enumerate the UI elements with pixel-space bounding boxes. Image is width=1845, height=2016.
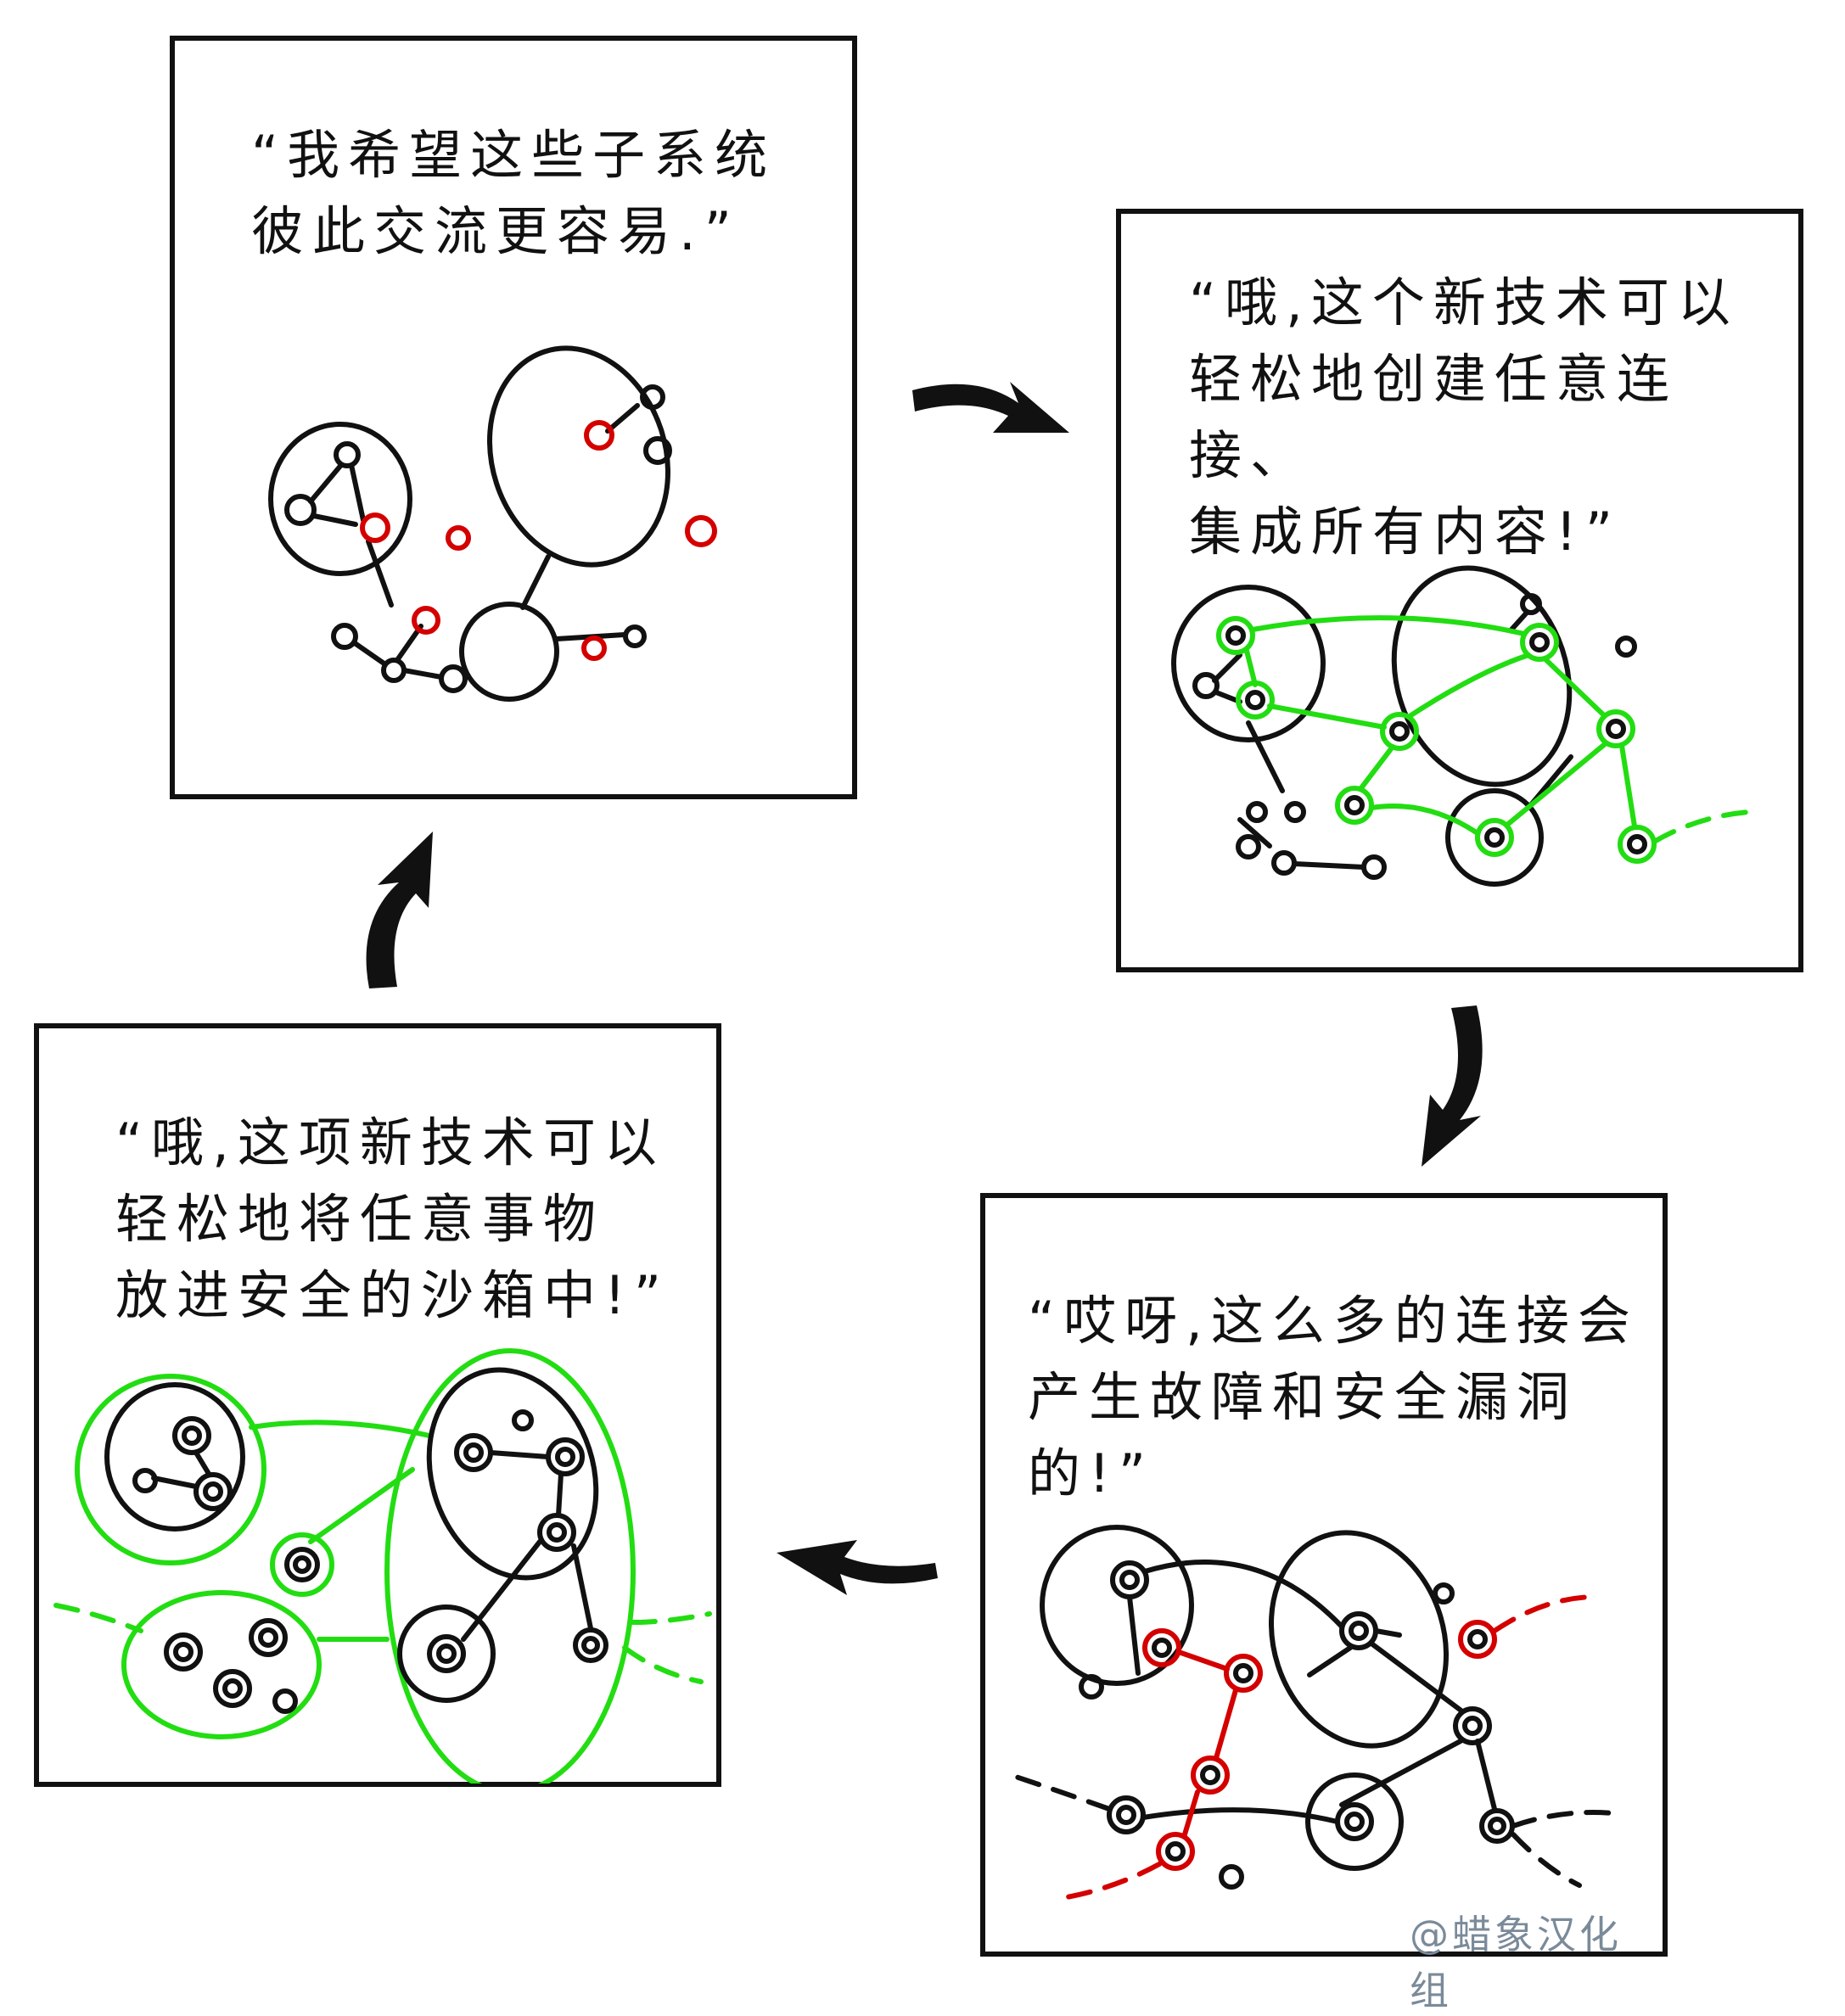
subsystems-sandboxed-drawing: [53, 1348, 712, 1784]
panel-warning-caption: “哎呀,这么多的连接会 产生故障和安全漏洞的!”: [1028, 1290, 1639, 1504]
curved-arrow-icon: [1422, 1005, 1483, 1167]
panel-wish-caption: “我希望这些子系统 彼此交流更容易.”: [251, 124, 777, 262]
panel-warning: “哎呀,这么多的连接会 产生故障和安全漏洞的!”: [980, 1193, 1668, 2013]
subsystems-failure-drawing: [1008, 1525, 1616, 1901]
curved-arrow-icon: [366, 832, 433, 988]
panel-sandbox-caption: “哦,这项新技术可以 轻松地将任意事物 放进安全的沙箱中!”: [115, 1112, 670, 1326]
subsystems-connected-drawing: [1171, 565, 1752, 887]
credit-label: @蜡象汉化组: [1410, 1912, 1622, 2013]
curved-arrow-icon: [777, 1540, 938, 1595]
panel-connect-caption: “哦,这个新技术可以 轻松地创建任意连接、 集成所有内容!”: [1189, 272, 1739, 563]
panel-wish: “我希望这些子系统 彼此交流更容易.”: [170, 36, 857, 799]
subsystems-disconnected-drawing: [268, 345, 717, 702]
panel-connect: “哦,这个新技术可以 轻松地创建任意连接、 集成所有内容!”: [1116, 209, 1803, 972]
panel-sandbox: “哦,这项新技术可以 轻松地将任意事物 放进安全的沙箱中!”: [34, 1023, 721, 1787]
curved-arrow-icon: [912, 382, 1069, 433]
